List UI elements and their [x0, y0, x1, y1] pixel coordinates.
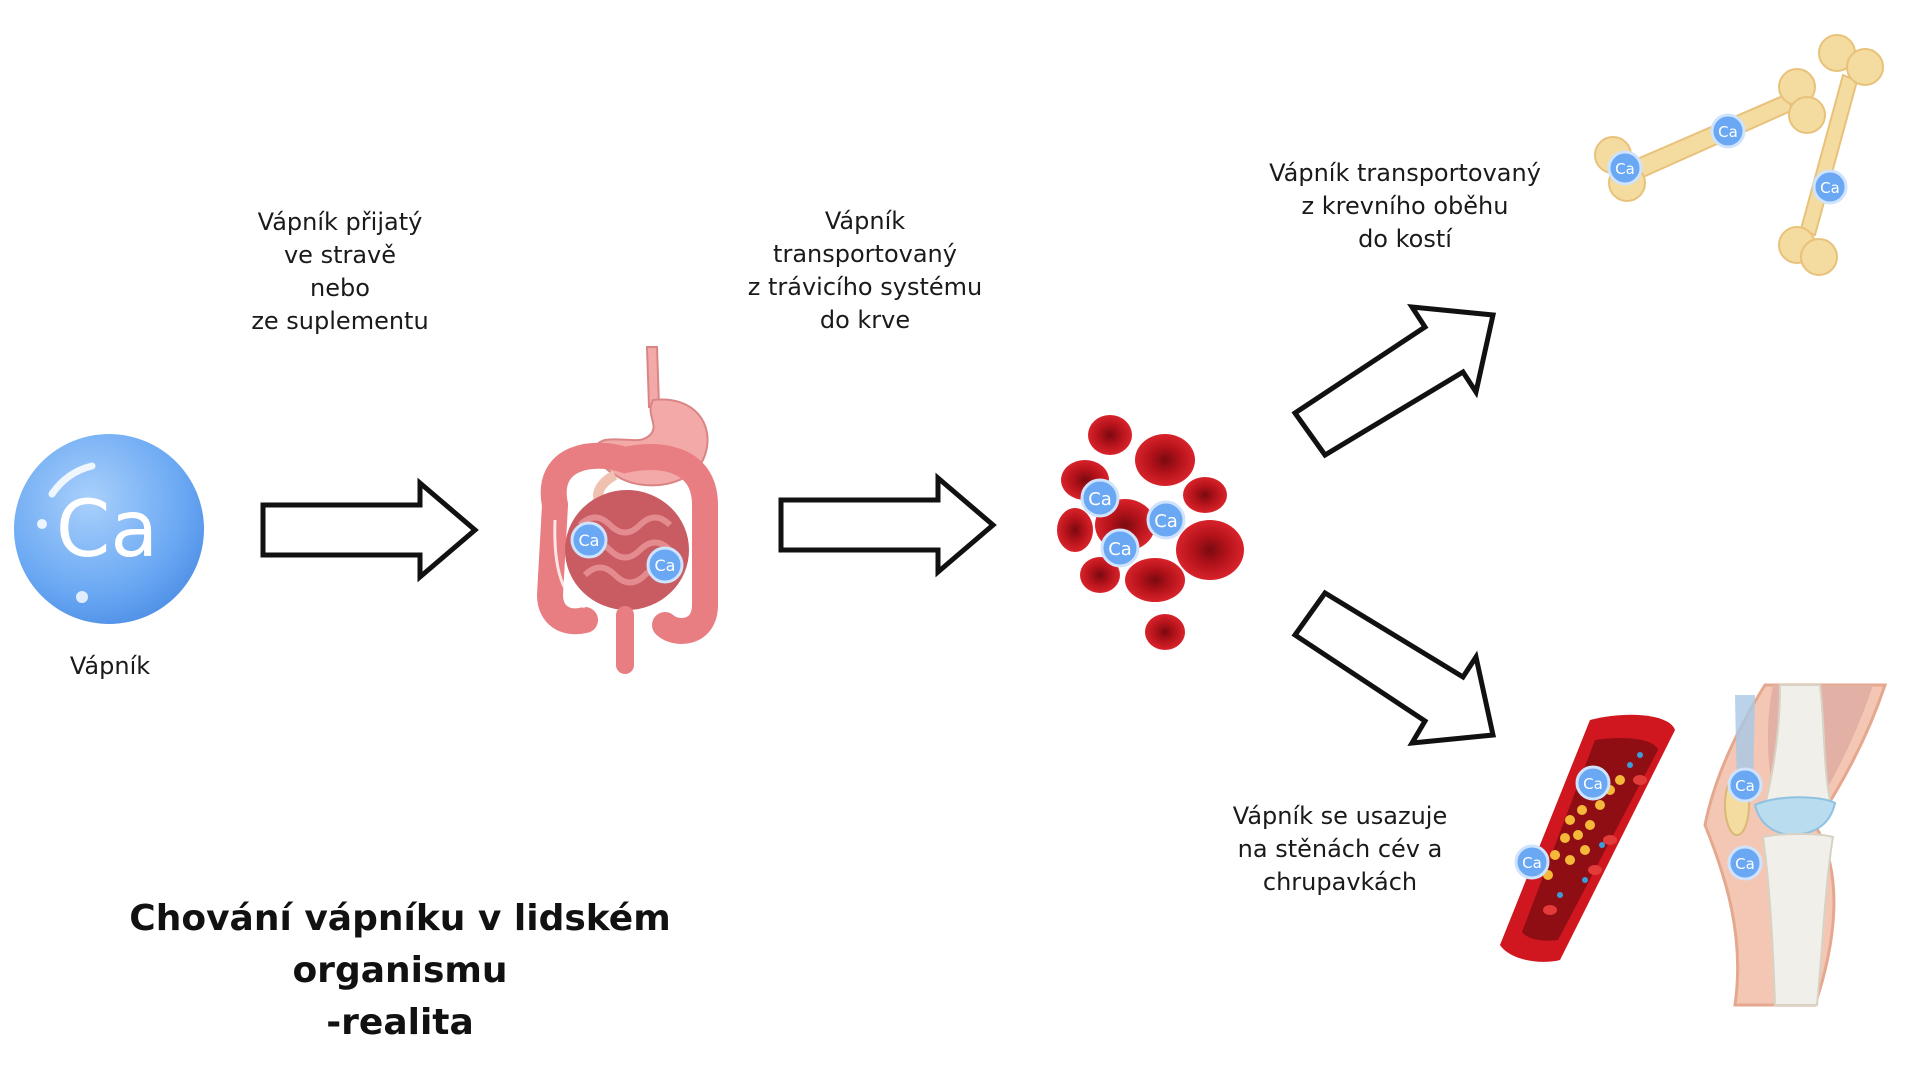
calcium-ion-icon: Ca [1575, 765, 1611, 801]
svg-text:Ca: Ca [1088, 489, 1112, 510]
knee-joint-icon: Ca Ca [1703, 683, 1888, 1007]
svg-text:Ca: Ca [1718, 123, 1738, 141]
calcium-ion-icon: Ca [1514, 844, 1550, 880]
calcium-ion-icon: Ca [1607, 150, 1643, 186]
arrow-right-icon [778, 472, 997, 578]
arrow-up-right-icon [1291, 304, 1497, 459]
svg-text:Ca: Ca [1154, 511, 1178, 532]
step2-label: Vápník transportovaný z trávicího systém… [747, 207, 983, 334]
bones-icon: Ca Ca Ca [1594, 34, 1884, 276]
calcium-ion-icon: Ca [1710, 113, 1746, 149]
step1-label: Vápník přijatý ve stravě nebo ze supleme… [251, 208, 429, 335]
calcium-ion-icon: Ca [1100, 528, 1140, 568]
calcium-ion-icon: Ca [14, 434, 204, 624]
calcium-ion-icon: Ca [1812, 169, 1848, 205]
svg-text:Ca: Ca [1820, 179, 1840, 197]
svg-text:Ca: Ca [1108, 539, 1132, 560]
calcium-ion-icon: Ca [646, 546, 684, 584]
svg-text:Ca: Ca [579, 531, 600, 550]
page-title: Chování vápníku v lidském organismu -rea… [129, 898, 671, 1043]
calcium-ion-icon: Ca [1146, 500, 1186, 540]
calcium-ion-icon: Ca [570, 521, 608, 559]
step4-label: Vápník se usazuje na stěnách cév a chrup… [1232, 802, 1448, 896]
svg-text:Ca: Ca [1583, 775, 1603, 793]
calcium-ion-icon: Ca [1080, 478, 1120, 518]
blood-vessel-icon: Ca Ca [1500, 714, 1675, 962]
svg-text:Ca: Ca [1735, 855, 1755, 873]
step3-label: Vápník transportovaný z krevního oběhu d… [1269, 159, 1541, 253]
svg-text:Ca: Ca [1615, 160, 1635, 178]
arrow-right-icon [260, 477, 479, 583]
calcium-ion-icon: Ca [1727, 767, 1763, 803]
svg-text:Ca: Ca [1522, 854, 1542, 872]
svg-text:Ca: Ca [655, 556, 676, 575]
red-blood-cells-icon: Ca Ca Ca [1057, 415, 1244, 650]
svg-text:Ca: Ca [1735, 777, 1755, 795]
arrow-down-right-icon [1291, 589, 1497, 746]
digestive-system-icon: Ca Ca [536, 346, 718, 674]
calcium-label: Vápník [69, 652, 151, 680]
calcium-ion-icon: Ca [1727, 845, 1763, 881]
ca-symbol-text: Ca [56, 485, 158, 575]
